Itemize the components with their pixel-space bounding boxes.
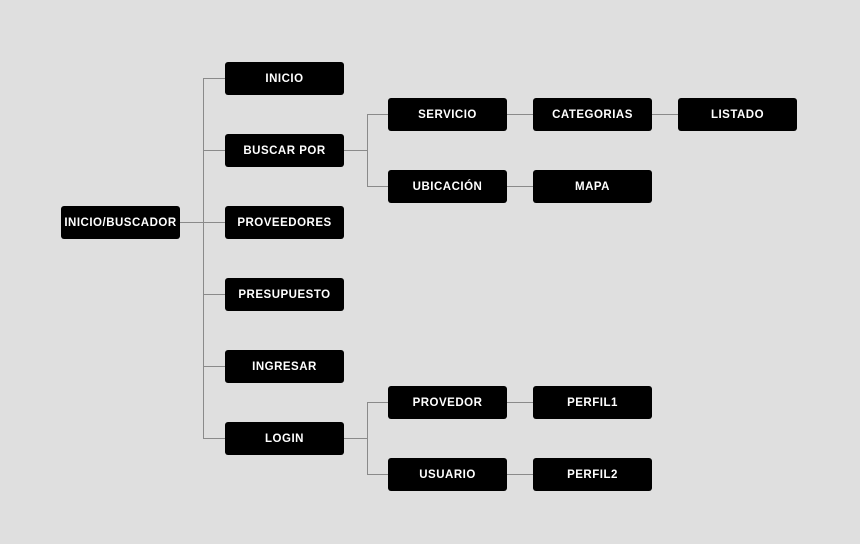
node-login: LOGIN xyxy=(225,422,344,455)
node-usuario: USUARIO xyxy=(388,458,507,491)
connector xyxy=(367,474,388,475)
connector xyxy=(367,402,388,403)
connector xyxy=(507,474,533,475)
connector xyxy=(203,438,225,439)
node-proveedores: PROVEEDORES xyxy=(225,206,344,239)
node-servicio: SERVICIO xyxy=(388,98,507,131)
connector xyxy=(367,114,368,187)
connector xyxy=(180,222,225,223)
connector xyxy=(367,402,368,475)
connector xyxy=(203,294,225,295)
connector xyxy=(344,150,367,151)
connector xyxy=(367,186,388,187)
node-buscar-por: BUSCAR POR xyxy=(225,134,344,167)
node-presupuesto: PRESUPUESTO xyxy=(225,278,344,311)
connector xyxy=(344,438,367,439)
node-categorias: CATEGORIAS xyxy=(533,98,652,131)
connector xyxy=(367,114,388,115)
connector xyxy=(203,78,225,79)
node-perfil2: PERFIL2 xyxy=(533,458,652,491)
connector xyxy=(507,114,533,115)
connector xyxy=(507,186,533,187)
node-ingresar: INGRESAR xyxy=(225,350,344,383)
connector xyxy=(652,114,678,115)
node-mapa: MAPA xyxy=(533,170,652,203)
node-root: INICIO/BUSCADOR xyxy=(61,206,180,239)
node-inicio: INICIO xyxy=(225,62,344,95)
connector xyxy=(203,78,204,439)
connector xyxy=(203,366,225,367)
connector xyxy=(203,150,225,151)
connector xyxy=(507,402,533,403)
node-listado: LISTADO xyxy=(678,98,797,131)
node-perfil1: PERFIL1 xyxy=(533,386,652,419)
node-provedor: PROVEDOR xyxy=(388,386,507,419)
node-ubicacion: UBICACIÓN xyxy=(388,170,507,203)
